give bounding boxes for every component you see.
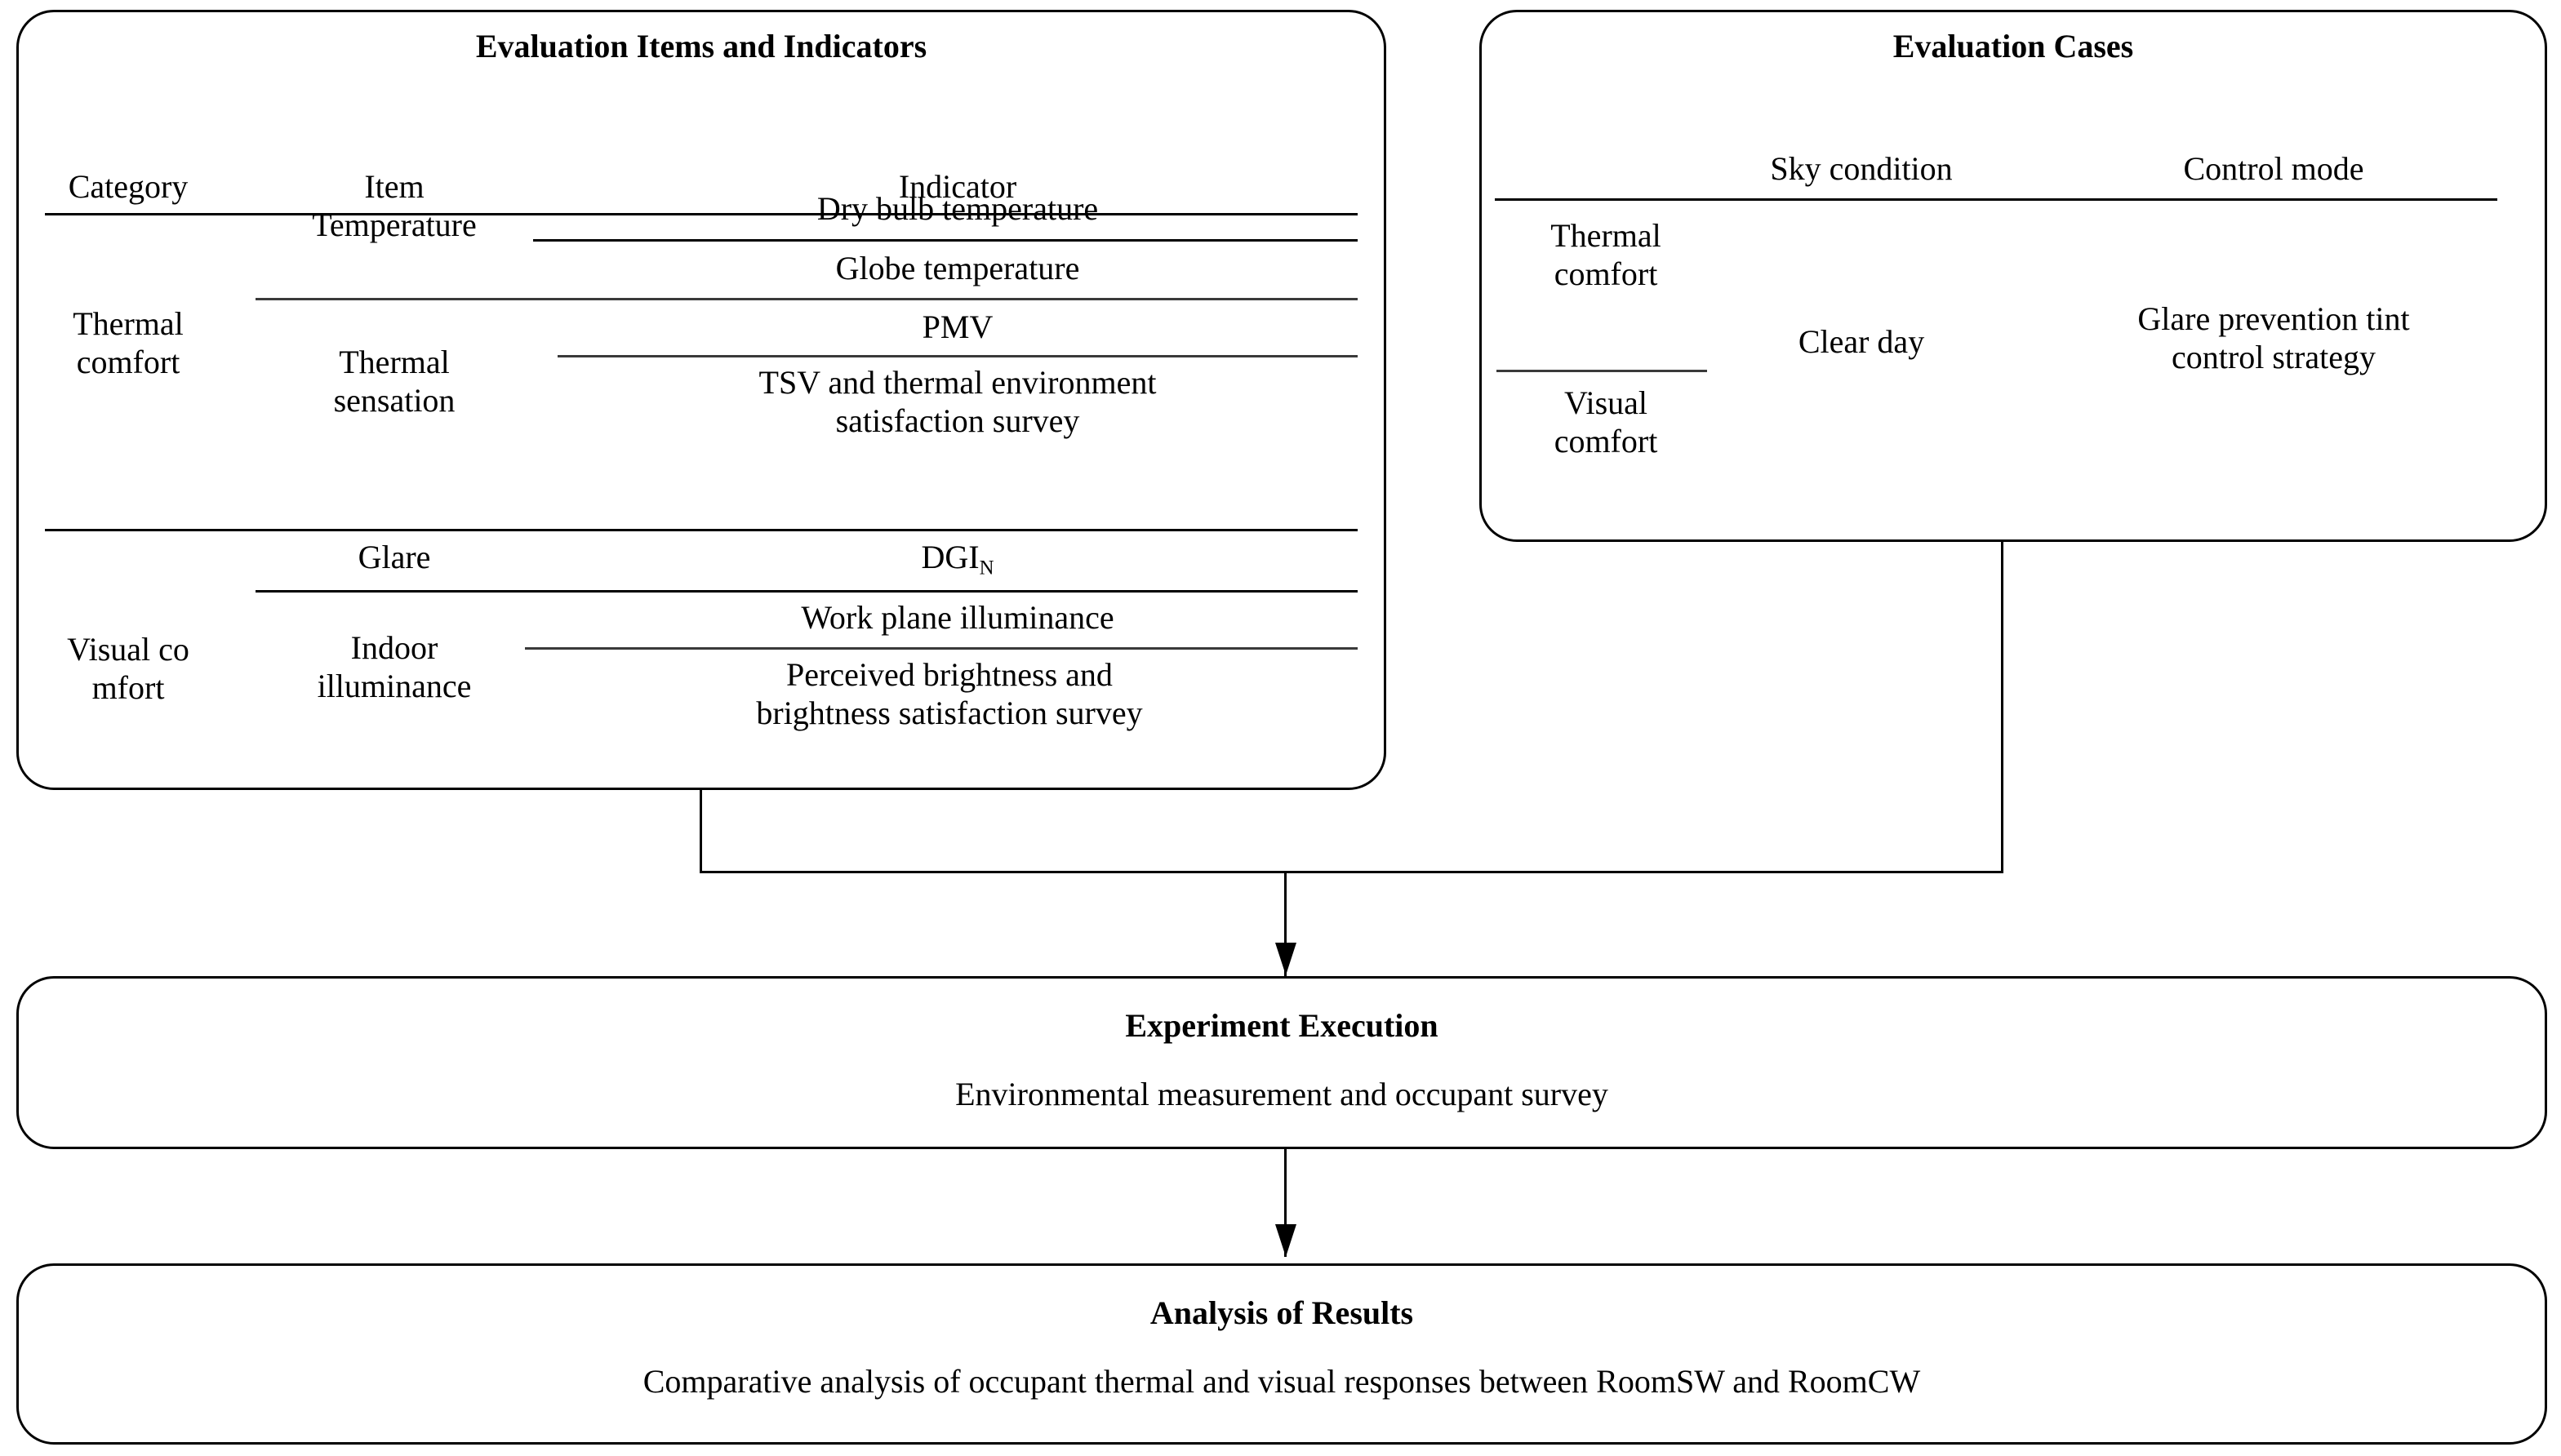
- connector-merge-horizontal: [700, 871, 2003, 873]
- case-visual-line1: Visual: [1563, 384, 1648, 421]
- control-mode-line2: control strategy: [2172, 339, 2376, 376]
- category-visual-line2: mfort: [91, 669, 165, 707]
- table-rule-sensation-split: [558, 355, 1358, 357]
- category-visual-line1: Visual co: [67, 631, 189, 668]
- case-thermal-line2: comfort: [1554, 255, 1658, 293]
- case-visual-line2: comfort: [1554, 423, 1658, 460]
- item-cell-glare: Glare: [358, 539, 431, 575]
- connector-right-box-down: [2001, 542, 2003, 873]
- table-rule-glare-end: [256, 590, 1358, 593]
- analysis-of-results-body: Comparative analysis of occupant thermal…: [642, 1363, 1921, 1400]
- column-header-item: Item: [364, 168, 425, 205]
- item-cell-indoor-illuminance: Indoor illuminance: [256, 628, 533, 705]
- indicator-dgi-base: DGI: [921, 539, 980, 575]
- cases-table-rule-row-split: [1496, 370, 1707, 372]
- indicator-dry-bulb-temperature: Dry bulb temperature: [816, 190, 1099, 227]
- indicator-tsv-survey: TSV and thermal environment satisfaction…: [558, 363, 1358, 440]
- control-mode-line1: Glare prevention tint: [2137, 300, 2410, 337]
- indicator-globe-temperature: Globe temperature: [835, 250, 1080, 286]
- evaluation-cases-title: Evaluation Cases: [1892, 28, 2134, 64]
- evaluation-cases-box: Evaluation Cases Sky condition Control m…: [1479, 10, 2547, 542]
- connector-left-box-down: [700, 790, 702, 873]
- table-rule-item-temperature-end: [256, 298, 1358, 300]
- connector-experiment-to-analysis: [1284, 1149, 1287, 1257]
- case-value-control-mode: Glare prevention tint control strategy: [2037, 300, 2510, 376]
- arrow-head-to-experiment: [1275, 943, 1296, 975]
- analysis-of-results-title: Analysis of Results: [1149, 1294, 1414, 1331]
- category-thermal-line2: comfort: [76, 344, 180, 381]
- indicator-pmv: PMV: [922, 309, 994, 345]
- indicator-tsv-line2: satisfaction survey: [835, 402, 1080, 440]
- item-indoor-line1: Indoor: [350, 629, 438, 666]
- item-indoor-line2: illuminance: [317, 668, 472, 705]
- connector-merge-to-experiment: [1284, 871, 1287, 979]
- table-rule-category-split: [45, 529, 1358, 531]
- item-cell-temperature: Temperature: [312, 206, 477, 243]
- experiment-execution-title: Experiment Execution: [1125, 1007, 1438, 1044]
- column-header-indicator: Indicator: [898, 168, 1017, 205]
- column-header-category: Category: [68, 168, 189, 205]
- item-thermal-sensation-line2: sensation: [333, 382, 456, 419]
- category-thermal-line1: Thermal: [73, 305, 184, 342]
- case-cell-thermal-comfort: Thermal comfort: [1495, 216, 1717, 293]
- experiment-execution-box: Experiment Execution Environmental measu…: [16, 976, 2547, 1149]
- indicator-dgi-n: DGIN: [558, 538, 1358, 579]
- cases-table-rule-header: [1495, 198, 2497, 201]
- evaluation-items-title: Evaluation Items and Indicators: [475, 28, 927, 64]
- indicator-dgi-subscript: N: [979, 557, 994, 579]
- indicator-work-plane-illuminance: Work plane illuminance: [801, 599, 1114, 636]
- table-rule-indoor-split: [525, 647, 1358, 650]
- case-value-sky-condition: Clear day: [1798, 323, 1925, 360]
- evaluation-items-box: Evaluation Items and Indicators Category…: [16, 10, 1386, 790]
- item-thermal-sensation-line1: Thermal: [339, 344, 450, 380]
- indicator-perceived-brightness: Perceived brightness and brightness sati…: [541, 655, 1358, 732]
- case-thermal-line1: Thermal: [1550, 217, 1661, 254]
- item-cell-thermal-sensation: Thermal sensation: [256, 343, 533, 419]
- column-header-control-mode: Control mode: [2183, 150, 2364, 187]
- indicator-perceived-line2: brightness satisfaction survey: [756, 695, 1143, 732]
- table-rule-header: [45, 213, 1358, 215]
- analysis-of-results-box: Analysis of Results Comparative analysis…: [16, 1263, 2547, 1445]
- case-cell-visual-comfort: Visual comfort: [1495, 384, 1717, 460]
- category-cell-thermal-comfort: Thermal comfort: [30, 304, 226, 381]
- arrow-head-to-analysis: [1275, 1224, 1296, 1257]
- experiment-execution-body: Environmental measurement and occupant s…: [955, 1076, 1608, 1112]
- indicator-tsv-line1: TSV and thermal environment: [758, 364, 1157, 401]
- category-cell-visual-comfort: Visual co mfort: [30, 630, 226, 707]
- table-rule-temperature-split: [533, 239, 1358, 242]
- indicator-perceived-line1: Perceived brightness and: [786, 656, 1113, 693]
- column-header-sky-condition: Sky condition: [1770, 150, 1953, 187]
